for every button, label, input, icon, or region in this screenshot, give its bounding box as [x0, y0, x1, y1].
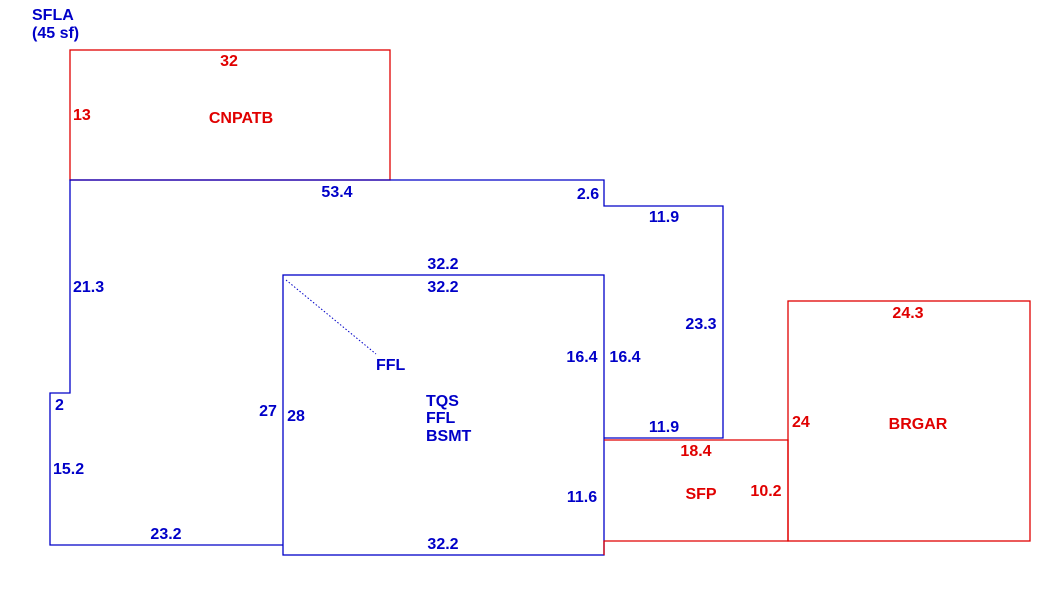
ffl-leader-line — [285, 279, 377, 355]
brgar-outline — [787, 300, 1031, 542]
main-bottom-dim: 23.2 — [150, 526, 181, 543]
bsmt-right-lower-dim: 11.6 — [567, 489, 597, 506]
main-left-lower-dim: 15.2 — [53, 461, 84, 478]
main-right-top-dim: 11.9 — [649, 209, 679, 226]
sfp-right-dim: 10.2 — [750, 483, 781, 500]
brgar-label: BRGAR — [889, 416, 948, 433]
bsmt-top-outer-dim: 32.2 — [427, 256, 458, 273]
bsmt-right-outer-dim: 16.4 — [609, 349, 640, 366]
main-step-dim: 2.6 — [577, 186, 599, 203]
sfp-label: SFP — [685, 486, 716, 503]
cnpatb-top-dim: 32 — [220, 53, 238, 70]
bsmt-top-inner-dim: 32.2 — [427, 279, 458, 296]
brgar-top-dim: 24.3 — [892, 305, 923, 322]
bsmt-left-dim: 28 — [287, 408, 305, 425]
sfla-area: (45 sf) — [32, 25, 79, 42]
sfla-title: SFLA — [32, 7, 74, 24]
brgar-left-dim: 24 — [792, 414, 810, 431]
bsmt-bottom-dim: 32.2 — [427, 536, 458, 553]
ffl-label: FFL — [426, 410, 456, 427]
main-area-outline — [49, 179, 724, 546]
cnpatb-label: CNPATB — [209, 110, 273, 127]
bsmt-label: BSMT — [426, 428, 472, 445]
sfp-top-dim: 18.4 — [680, 443, 711, 460]
inner-left-dim: 27 — [259, 403, 277, 420]
cnpatb-left-dim: 13 — [73, 107, 91, 124]
inner-mid-dim: 11.9 — [649, 419, 679, 436]
bsmt-outline — [282, 274, 605, 556]
main-right-dim: 23.3 — [685, 316, 716, 333]
main-notch-dim: 2 — [55, 397, 64, 414]
main-left-dim: 21.3 — [73, 279, 104, 296]
bsmt-right-inner-dim: 16.4 — [566, 349, 597, 366]
tqs-label: TQS — [426, 393, 459, 410]
ffl-diag-label: FFL — [376, 357, 406, 374]
main-top-dim: 53.4 — [321, 184, 352, 201]
